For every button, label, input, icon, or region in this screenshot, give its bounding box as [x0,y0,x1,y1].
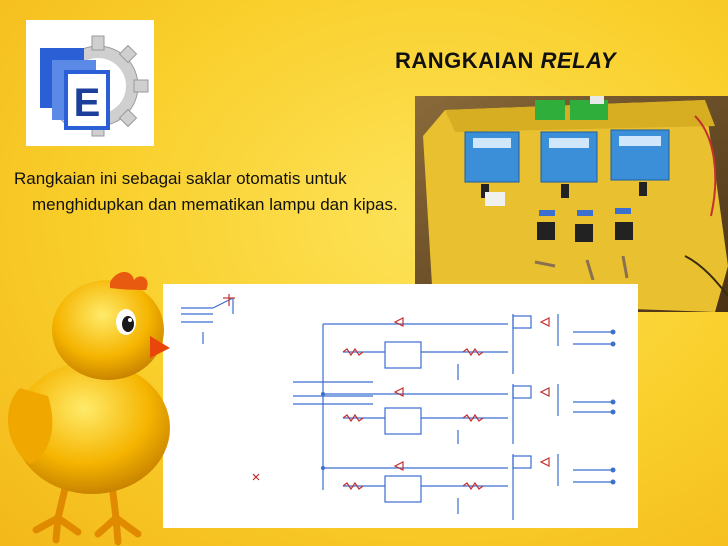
logo: E [26,20,154,146]
relay-circuit-schematic [163,284,638,528]
svg-text:E: E [74,81,101,125]
gear-e-logo-icon: E [40,35,149,137]
schematic-diagram-icon [181,294,616,520]
title-main: RANGKAIAN [395,48,541,73]
slide-title: RANGKAIAN RELAY [395,48,715,74]
yellow-chick-icon [7,272,170,546]
relay-board-photo [415,96,728,312]
relay-board-icon [415,96,728,312]
chick-mascot [0,268,200,546]
title-emphasis: RELAY [540,48,616,73]
body-text: Rangkaian ini sebagai saklar otomatis un… [14,169,398,214]
